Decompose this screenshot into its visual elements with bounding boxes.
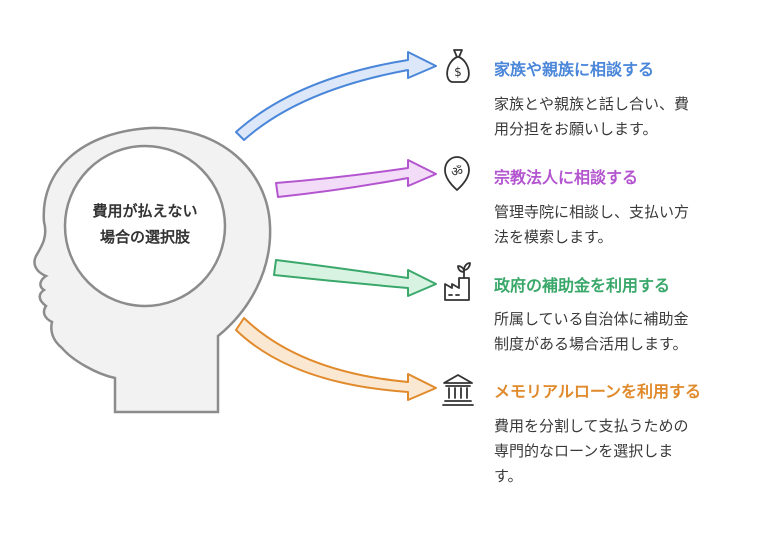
factory-plant-icon [444,262,471,301]
option-4-desc-line3: す。 [494,467,523,485]
svg-text:$: $ [454,65,462,79]
option-2-desc: 管理寺院に相談し、支払い方 法を模索します。 [494,200,764,250]
option-4-desc-line2: 専門的なローンを選択しま [494,442,674,460]
arrow-2 [275,159,437,198]
option-3-desc-line2: 制度がある場合活用します。 [494,335,688,353]
option-4-desc-line1: 費用を分割して支払うための [494,417,689,435]
center-label-line1: 費用が払えない [92,202,198,220]
option-1-desc: 家族とや親族と話し合い、費 用分担をお願いします。 [494,92,764,142]
option-2-desc-line2: 法を模索します。 [494,228,613,246]
option-4-title: メモリアルローンを利用する [494,382,702,401]
svg-text:ॐ: ॐ [451,165,463,180]
arrow-3 [273,259,437,297]
arrow-4 [235,317,437,401]
money-bag-icon: $ [446,49,470,83]
center-circle [63,144,227,308]
option-1-desc-line2: 用分担をお願いします。 [494,120,658,138]
option-2-title: 宗教法人に相談する [494,168,639,187]
center-label: 費用が払えない 場合の選択肢 [60,198,230,250]
option-4-desc: 費用を分割して支払うための 専門的なローンを選択しま す。 [494,414,764,489]
center-label-line2: 場合の選択肢 [99,228,190,246]
option-1-title: 家族や親族に相談する [494,60,655,79]
option-3-desc: 所属している自治体に補助金 制度がある場合活用します。 [494,307,764,357]
option-2-desc-line1: 管理寺院に相談し、支払い方 [494,203,690,221]
bank-icon [442,374,474,406]
om-symbol-icon: ॐ [444,156,470,191]
option-1-desc-line1: 家族とや親族と話し合い、費 [494,95,690,113]
arrow-1 [235,51,437,141]
option-3-desc-line1: 所属している自治体に補助金 [494,310,689,328]
option-3-title: 政府の補助金を利用する [494,276,671,295]
